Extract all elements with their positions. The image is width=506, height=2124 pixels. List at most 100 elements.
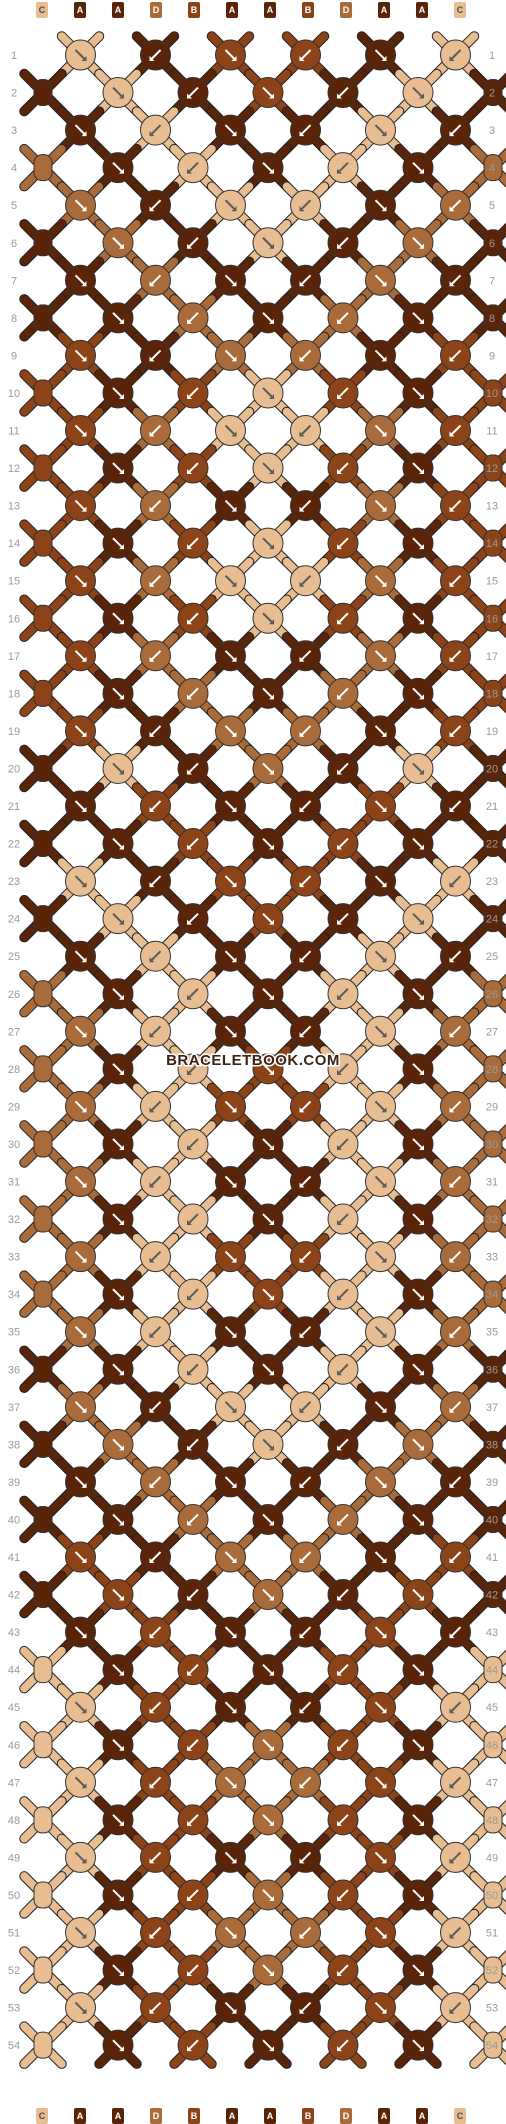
knot (65, 940, 96, 972)
row-number-left: 38 (8, 1439, 20, 1451)
knot-arrowhead-icon (81, 1858, 87, 1864)
knot-arrow-icon (112, 762, 124, 775)
knot-arrowhead-icon (299, 281, 305, 287)
knot-arrowhead-icon (449, 1032, 455, 1038)
knot-arrowhead-icon (381, 431, 387, 437)
knot (252, 903, 284, 935)
knot (33, 1956, 53, 1984)
strand-label: B (191, 5, 198, 15)
knot (140, 865, 171, 897)
knot-arrow-icon (262, 988, 274, 1000)
edge-knot (33, 304, 53, 332)
strand-label: A (115, 5, 122, 15)
knot (65, 490, 96, 522)
knot (252, 1879, 284, 1911)
knot-arrow-icon (374, 124, 387, 136)
knot-arrowhead-icon (299, 1783, 305, 1789)
knot-arrowhead-icon (81, 1182, 87, 1188)
knot-arrow-icon (224, 574, 237, 587)
knot-arrowhead-icon (81, 656, 87, 662)
row-number-right: 25 (486, 951, 498, 963)
row-number-right: 15 (486, 576, 498, 588)
knot-arrow-icon (374, 424, 387, 437)
knot-arrow-icon (374, 1401, 387, 1413)
knot (65, 339, 96, 371)
knot (440, 715, 471, 747)
row-number-right: 50 (486, 1890, 498, 1902)
knot (102, 828, 134, 860)
knot (140, 490, 171, 522)
knot-arrow-icon (337, 1588, 349, 1601)
knot-arrow-icon (112, 2039, 124, 2051)
knot-arrowhead-icon (81, 1257, 87, 1263)
knot (290, 1691, 321, 1723)
knot-arrowhead-icon (119, 694, 124, 700)
knot-arrow-icon (187, 1588, 199, 1601)
knot-arrow-icon (299, 1025, 312, 1038)
knot-arrowhead-icon (337, 619, 342, 625)
knot-arrowhead-icon (419, 1144, 424, 1150)
strand-swatch (150, 2108, 162, 2124)
knot (102, 1203, 134, 1235)
knot-arrowhead-icon (449, 131, 455, 137)
knot (177, 1729, 209, 1761)
knot (327, 1428, 359, 1460)
knot-arrowhead-icon (449, 1407, 455, 1413)
knot (483, 905, 503, 933)
knot-arrowhead-icon (119, 844, 124, 850)
knot (483, 2031, 503, 2059)
row-number-right: 13 (486, 501, 498, 513)
knot-arrow-icon (262, 1213, 274, 1225)
knot-arrowhead-icon (187, 1220, 192, 1226)
edge-knot (33, 1205, 53, 1233)
knot-arrowhead-icon (187, 919, 192, 925)
knot-arrowhead-icon (337, 1895, 342, 1901)
row-number-left: 50 (8, 1890, 20, 1902)
knot (252, 227, 284, 259)
knot-arrow-icon (337, 1663, 349, 1676)
knot-arrowhead-icon (149, 957, 155, 963)
knot-arrow-icon (299, 2001, 312, 2014)
knot (177, 752, 209, 784)
knot-arrow-icon (112, 988, 124, 1000)
knot (140, 1166, 171, 1197)
knot-arrowhead-icon (299, 882, 305, 888)
knot (327, 1128, 359, 1160)
knot (483, 154, 503, 182)
knot-arrow-icon (149, 1851, 162, 1864)
knot (177, 227, 209, 259)
knot-arrow-icon (449, 1551, 462, 1563)
strand-label: A (77, 2111, 84, 2121)
strand-swatch (302, 2, 314, 18)
row-number-right: 17 (486, 651, 498, 663)
knot (65, 1015, 96, 1047)
knot-arrowhead-icon (149, 1858, 155, 1864)
knot (65, 1766, 96, 1798)
knot-arrow-icon (299, 650, 312, 662)
knot-arrowhead-icon (231, 56, 237, 61)
knot-arrow-icon (412, 1513, 424, 1526)
knot-arrow-icon (112, 1889, 124, 1901)
knot (102, 452, 134, 484)
knot-arrowhead-icon (187, 318, 192, 324)
knot-arrowhead-icon (337, 2046, 342, 2052)
knot-arrowhead-icon (81, 1107, 87, 1113)
edge-knot (483, 754, 503, 782)
knot (65, 1241, 96, 1273)
knot-arrowhead-icon (149, 1257, 155, 1263)
knot (140, 1841, 171, 1873)
edge-knot (483, 1430, 503, 1458)
knot-arrowhead-icon (149, 1633, 155, 1639)
knot-arrowhead-icon (419, 619, 424, 625)
knot-arrowhead-icon (231, 281, 237, 287)
knot-arrowhead-icon (119, 2046, 124, 2052)
row-number-right: 1 (489, 50, 495, 62)
knot-arrow-icon (149, 274, 162, 287)
knot-arrowhead-icon (269, 1520, 274, 1526)
knot (33, 679, 53, 707)
knot-arrow-icon (299, 199, 312, 211)
edge-knot (483, 1280, 503, 1308)
row-number-right: 52 (486, 1965, 498, 1977)
knot-arrow-icon (187, 237, 199, 249)
knot-arrowhead-icon (337, 318, 342, 324)
